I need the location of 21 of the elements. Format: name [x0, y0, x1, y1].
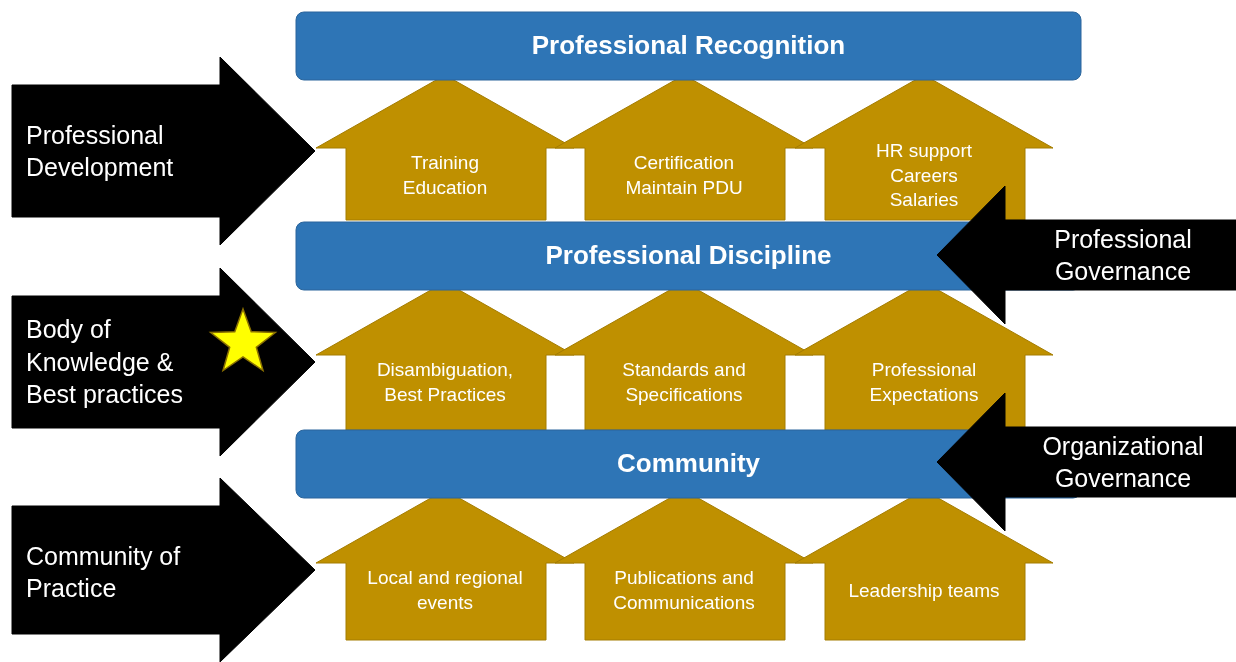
pillar-label: Standards and Specifications [621, 358, 747, 407]
pillar-label: Disambiguation, Best Practices [375, 358, 515, 407]
banner-title: Professional Recognition [531, 29, 846, 63]
banner-title: Professional Discipline [545, 239, 832, 273]
pillar-label: Certification [633, 151, 735, 176]
pillar-label: Maintain PDU [625, 176, 743, 200]
pillar-label: Salaries [889, 188, 959, 213]
pillar-label: Training [411, 151, 479, 176]
arrow-label: Organizational Governance [1041, 430, 1205, 494]
arrow-label: Professional Governance [1053, 223, 1193, 287]
arrow-label: Professional Development [26, 119, 175, 183]
pillar-label: Leadership teams [848, 578, 1000, 603]
pillar-label: HR support [875, 138, 973, 163]
arrow-label: Community of Practice [26, 540, 182, 604]
pillar-label: Publications and Communications [612, 566, 756, 615]
pillar-label: Careers [890, 163, 958, 188]
arrow-label: Body of Knowledge & Best practices [26, 314, 184, 411]
pillar-label: Professional Expectations [868, 358, 980, 407]
pillar-label: Education [402, 176, 488, 200]
pillar-label: Local and regional events [366, 566, 524, 615]
banner-title: Community [617, 447, 760, 481]
